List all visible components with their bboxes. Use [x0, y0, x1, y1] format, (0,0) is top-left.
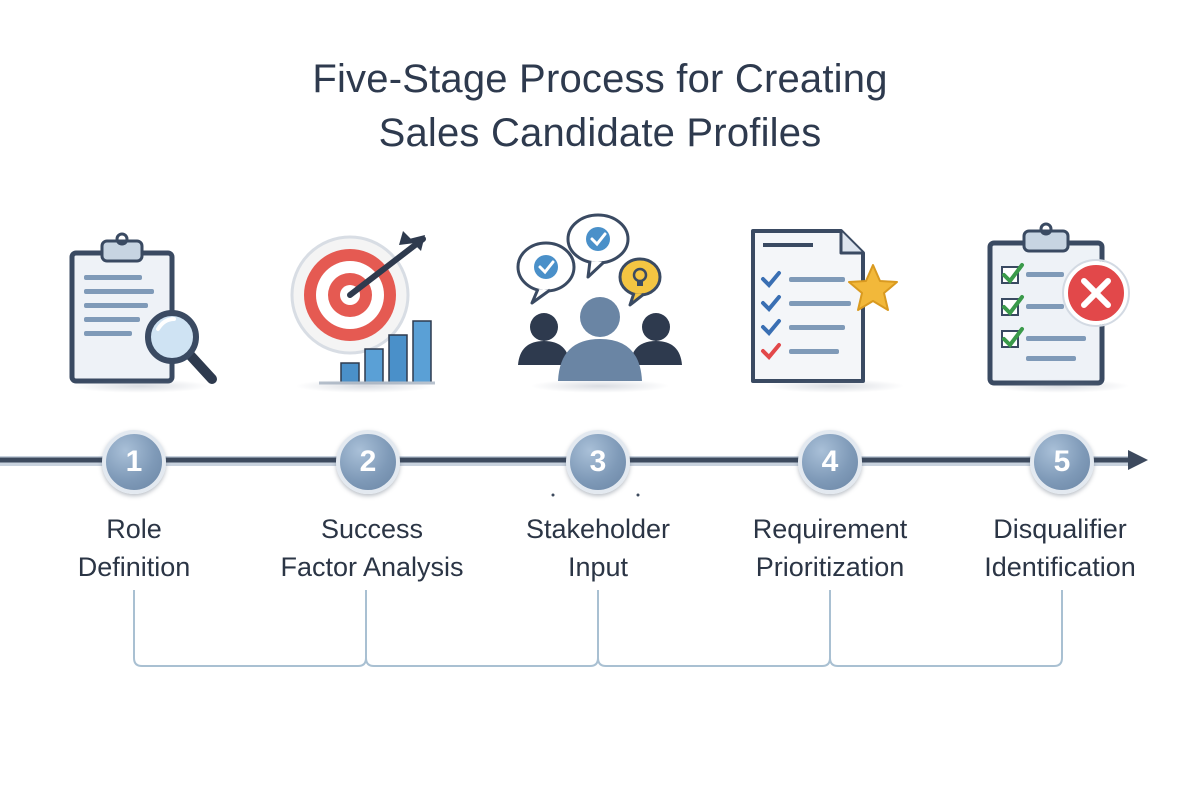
stage-label-line: Input [567, 552, 629, 582]
stage-node-5: 5 [1030, 430, 1094, 494]
stage-label-line: Factor Analysis [280, 552, 464, 582]
stage-label-4: Requirement Prioritization [710, 510, 950, 586]
stage-number: 5 [1053, 445, 1071, 478]
stage-label-line: Requirement [752, 514, 908, 544]
stage-label-line: Identification [984, 552, 1136, 582]
title-line-2: Sales Candidate Profiles [378, 111, 822, 155]
stage-label-line: Disqualifier [993, 514, 1127, 544]
stage-label-line: Stakeholder [525, 514, 671, 544]
stage-label-2: Success Factor Analysis [252, 510, 492, 586]
stakeholder-group-icon [510, 213, 690, 395]
clipboard-reject-icon [970, 222, 1150, 395]
stage-node-1: 1 [102, 430, 166, 494]
stage-label-line: Role [106, 514, 162, 544]
title-line-1: Five-Stage Process for Creating [312, 57, 888, 101]
stage-number: 1 [125, 445, 143, 478]
target-chart-icon [275, 225, 455, 395]
checklist-star-icon [745, 225, 925, 395]
stage-number: 4 [821, 445, 839, 478]
icon-shadow [295, 379, 435, 393]
stage-label-1: Role Definition [14, 510, 254, 586]
icon-shadow [765, 379, 905, 393]
stage-label-line: Definition [77, 552, 191, 582]
stage-label-line: Success [320, 514, 424, 544]
stage-number: 3 [589, 445, 607, 478]
diagram-title: Five-Stage Process for Creating Sales Ca… [0, 52, 1200, 160]
stage-node-2: 2 [336, 430, 400, 494]
icon-shadow [990, 379, 1130, 393]
stage-node-4: 4 [798, 430, 862, 494]
stage-number: 2 [359, 445, 377, 478]
stage-node-3: 3 [566, 430, 630, 494]
stage-label-line: Prioritization [755, 552, 905, 582]
icon-shadow [530, 379, 670, 393]
stage-label-5: Disqualifier Identification [940, 510, 1180, 586]
stage-label-3: Stakeholder Input [478, 510, 718, 586]
icon-shadow [70, 379, 210, 393]
stage-connector-brackets [133, 590, 1063, 667]
clipboard-magnifier-icon [50, 225, 230, 395]
